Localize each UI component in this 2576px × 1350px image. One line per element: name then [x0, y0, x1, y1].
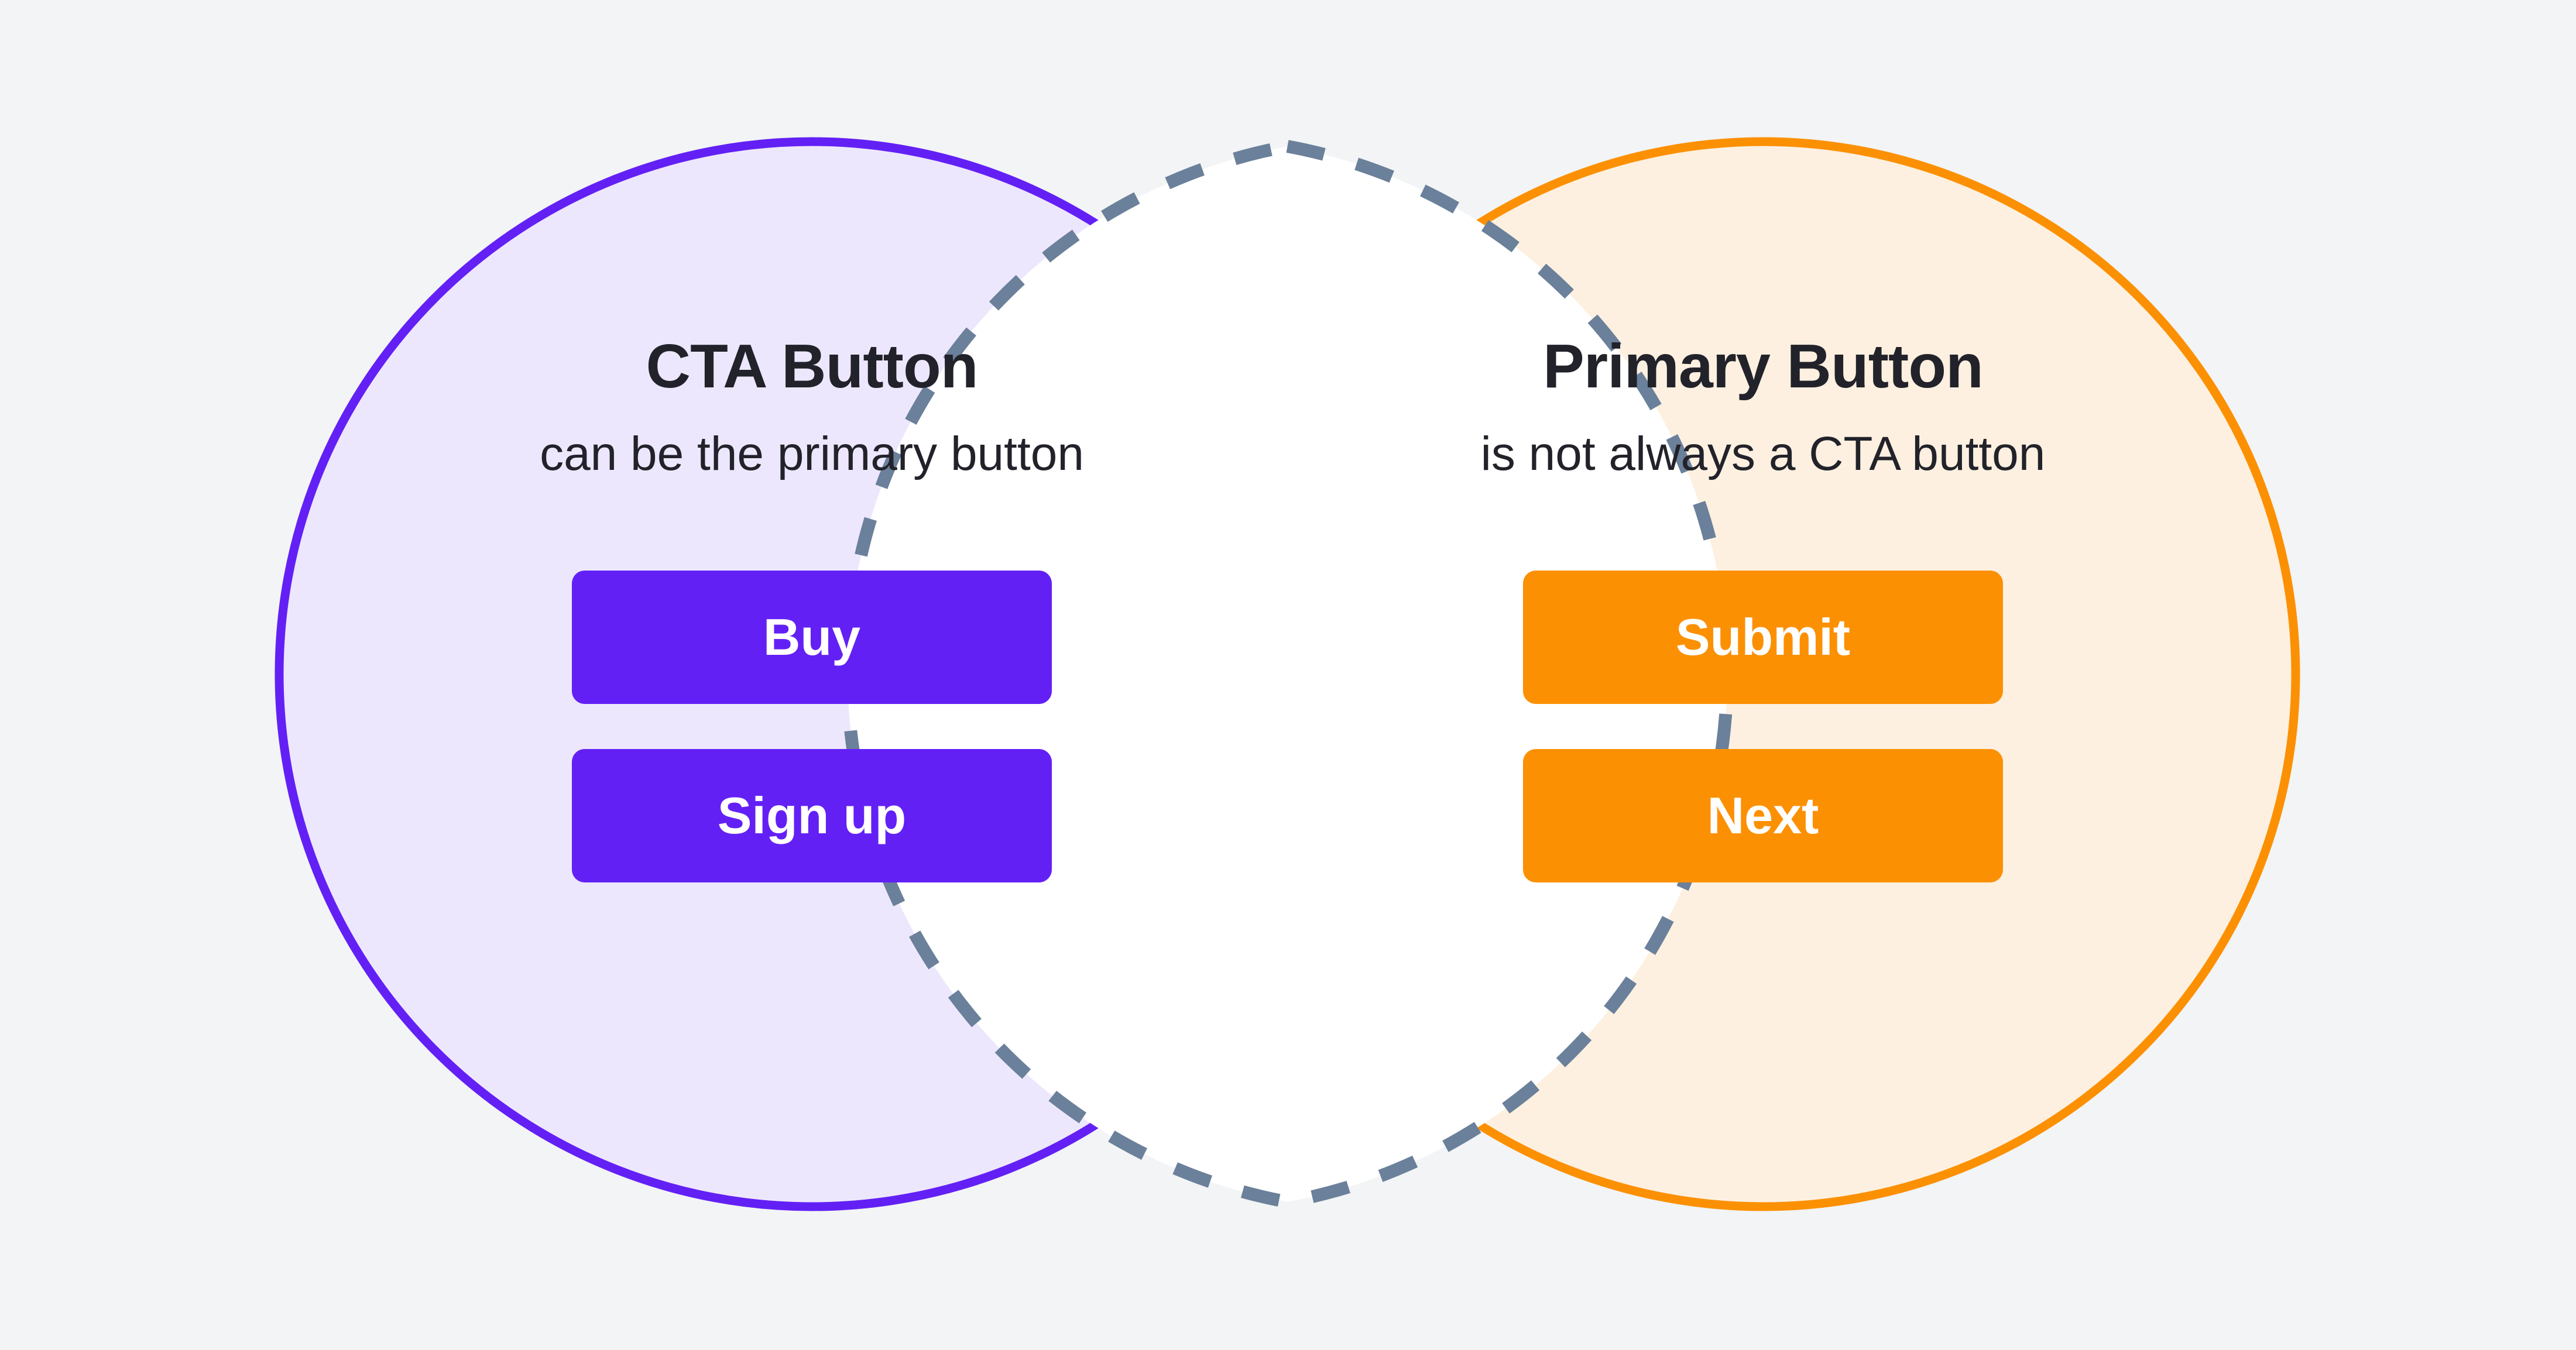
intersection-region[interactable] — [848, 146, 1727, 1202]
sign-up-button[interactable]: Sign up — [572, 749, 1052, 882]
set-subtitle-cta-button: can be the primary button — [540, 427, 1084, 480]
button-stack-cta-button: Buy Sign up — [572, 571, 1052, 882]
set-title-primary-button: Primary Button — [1543, 332, 1984, 401]
set-panel-primary-button: Primary Button is not always a CTA butto… — [1226, 138, 2300, 882]
buy-button[interactable]: Buy — [572, 571, 1052, 704]
next-button[interactable]: Next — [1523, 749, 2003, 882]
button-stack-primary-button: Submit Next — [1523, 571, 2003, 882]
set-title-cta-button: CTA Button — [646, 332, 979, 401]
set-subtitle-primary-button: is not always a CTA button — [1480, 427, 2046, 480]
submit-button[interactable]: Submit — [1523, 571, 2003, 704]
set-panel-cta-button: CTA Button can be the primary button Buy… — [275, 138, 1349, 882]
